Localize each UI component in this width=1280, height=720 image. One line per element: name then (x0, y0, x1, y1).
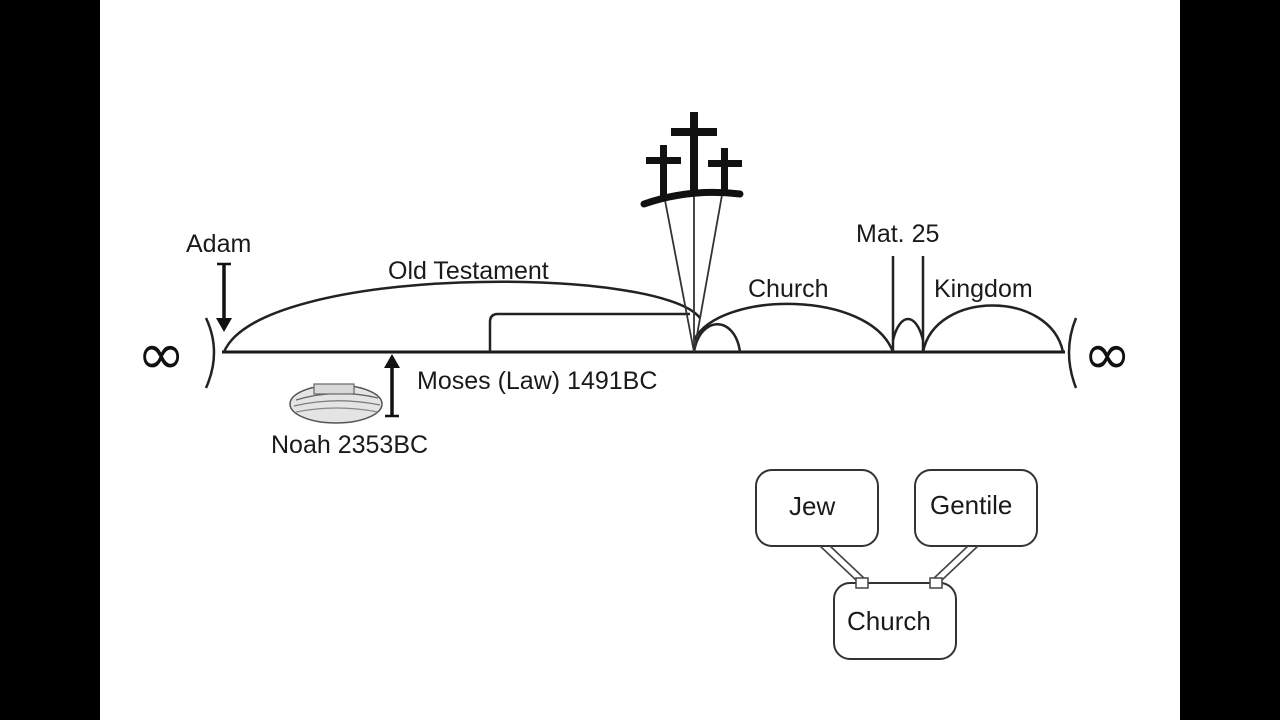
church-arc (692, 302, 895, 353)
moses-label: Moses (Law) 1491BC (417, 367, 657, 395)
cross-arc (692, 323, 742, 353)
infinity-left: ∞ (137, 320, 185, 388)
gentile-box: Gentile (914, 469, 1038, 547)
adam-arrowhead (216, 318, 232, 332)
old-testament-label: Old Testament (388, 257, 549, 285)
cross-line-left (663, 194, 695, 353)
old-testament-arc (222, 280, 701, 353)
gentile-label: Gentile (930, 490, 1012, 520)
kingdom-arc (921, 304, 1065, 353)
church-box-label: Church (847, 606, 931, 636)
diagram-canvas (100, 0, 1180, 720)
noah-label: Noah 2353BC (271, 431, 428, 459)
adam-label: Adam (186, 230, 251, 258)
gentile-church-connector (929, 545, 979, 589)
jew-church-connector (819, 545, 869, 589)
jew-box: Jew (755, 469, 879, 547)
mat25-arc (891, 318, 925, 341)
mat25-label: Mat. 25 (856, 220, 939, 248)
three-crosses-icon (640, 112, 744, 208)
infinity-right: ∞ (1083, 320, 1131, 388)
ark-icon (289, 383, 383, 424)
church-label: Church (748, 275, 829, 303)
moses-bracket (488, 312, 690, 352)
jew-label: Jew (789, 491, 835, 521)
right-bracket (1067, 317, 1078, 389)
left-bracket (204, 317, 216, 389)
noah-arrowhead (384, 354, 400, 368)
cross-line-right (693, 194, 723, 353)
church-box: Church (833, 582, 957, 660)
kingdom-label: Kingdom (934, 275, 1033, 303)
